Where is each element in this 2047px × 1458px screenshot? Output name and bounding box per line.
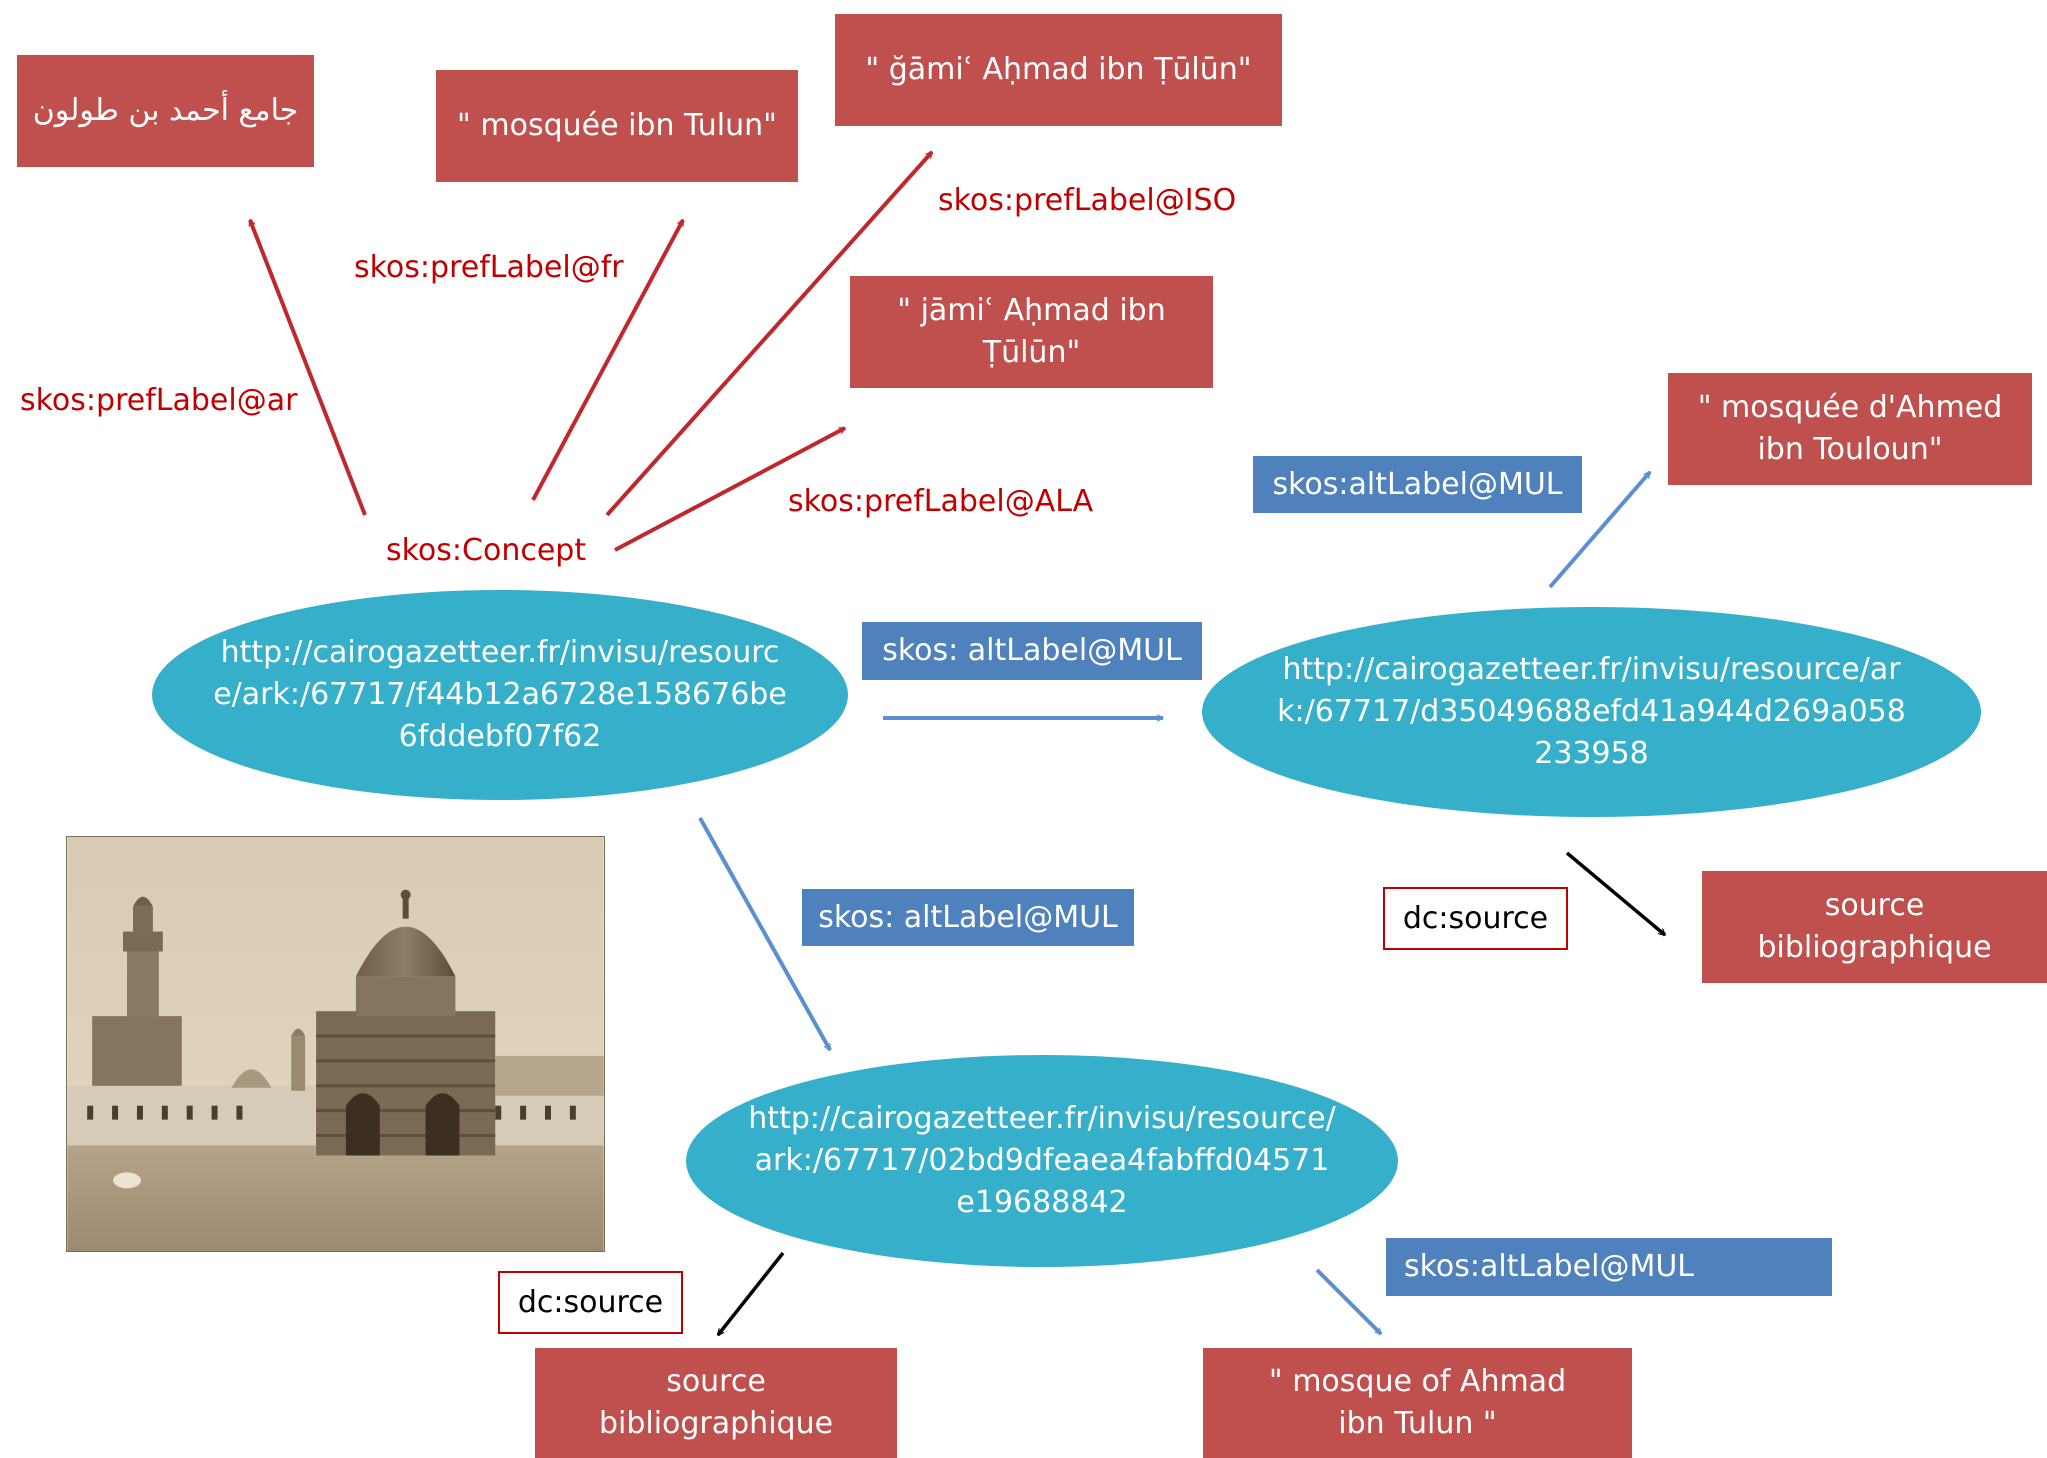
label-pref-ar: skos:prefLabel@ar (20, 383, 298, 418)
arrow-dc-right (1565, 851, 1665, 937)
relation-alt-right-literal: skos:altLabel@MUL (1253, 456, 1582, 513)
label-pref-ala: skos:prefLabel@ALA (788, 484, 1094, 519)
node-right: http://cairogazetteer.fr/invisu/resource… (1202, 607, 1981, 817)
node-bottom: http://cairogazetteer.fr/invisu/resource… (686, 1055, 1398, 1267)
mosque-photo (66, 836, 605, 1252)
label-pref-fr: skos:prefLabel@fr (354, 250, 624, 285)
literal-ahmed: " mosquée d'Ahmed ibn Touloun" (1668, 373, 2032, 485)
arrow-pref-ala (614, 426, 845, 552)
relation-alt-main-right: skos: altLabel@MUL (862, 622, 1202, 680)
literal-source-bottom: source bibliographique (535, 1348, 897, 1458)
literal-ala: " jāmiʿ Aḥmad ibn Ṭūlūn" (850, 276, 1213, 388)
arrow-pref-iso (605, 152, 934, 517)
relation-dc-right: dc:source (1383, 887, 1568, 950)
relation-dc-bottom: dc:source (498, 1271, 683, 1334)
arrow-alt-right-literal (1548, 472, 1652, 589)
label-concept: skos:Concept (386, 533, 587, 568)
literal-source-right: source bibliographique (1702, 871, 2047, 983)
arrow-alt-main-bottom (698, 817, 832, 1050)
arrow-pref-ar (248, 220, 367, 516)
literal-iso: " ğāmiʿ Aḥmad ibn Ṭūlūn" (835, 14, 1282, 126)
node-main: http://cairogazetteer.fr/invisu/resource… (152, 590, 848, 800)
arrow-alt-bottom-literal (1315, 1268, 1383, 1336)
literal-arabic: جامع أحمد بن طولون (17, 55, 314, 167)
relation-alt-bottom-literal: skos:altLabel@MUL (1386, 1238, 1832, 1296)
literal-fr: " mosquée ibn Tulun" (436, 70, 798, 182)
relation-alt-main-bottom: skos: altLabel@MUL (802, 889, 1134, 946)
label-pref-iso: skos:prefLabel@ISO (938, 183, 1237, 218)
arrow-dc-bottom (716, 1251, 785, 1335)
literal-mosque-en: " mosque of Ahmad ibn Tulun " (1203, 1348, 1632, 1458)
arrow-pref-fr (531, 220, 685, 501)
